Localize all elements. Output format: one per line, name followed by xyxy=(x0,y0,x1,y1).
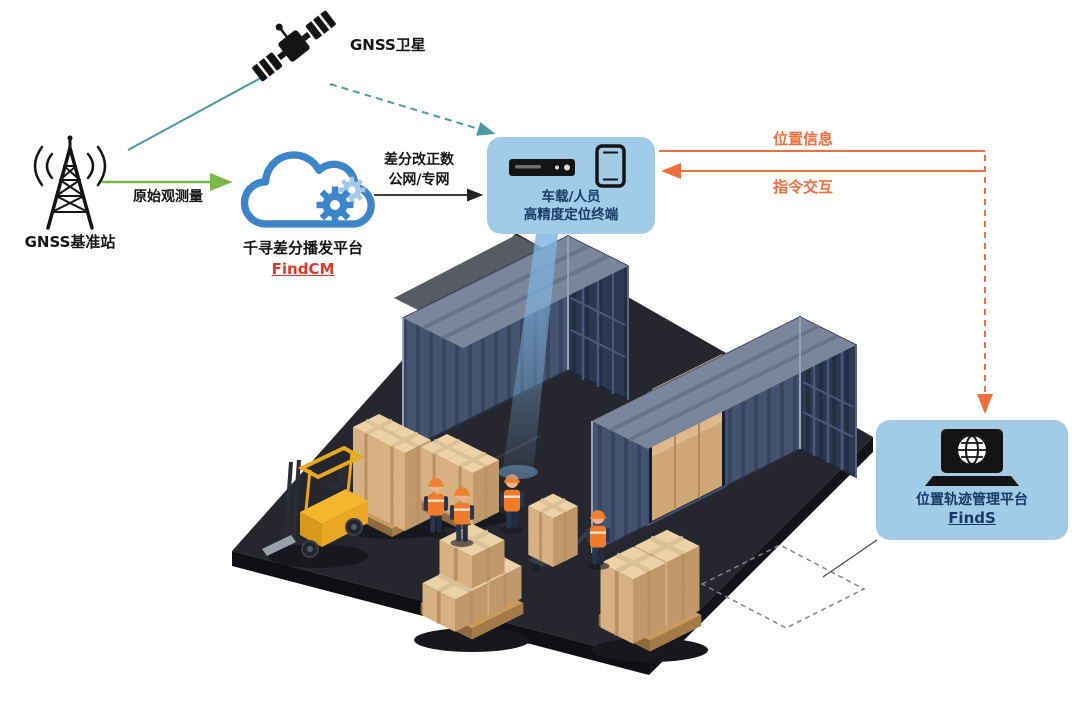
terminal-label-line2: 高精度定位终端 xyxy=(523,206,619,223)
cloud-platform-title: 千寻差分播发平台 xyxy=(242,239,363,257)
media-device-icon xyxy=(509,159,575,176)
correction-label-line1: 差分改正数 xyxy=(384,152,454,168)
link-satellite-terminal xyxy=(329,83,496,136)
link-satellite-basestation xyxy=(127,73,269,151)
position-info-label: 位置信息 xyxy=(772,130,833,148)
floor-markings xyxy=(700,544,866,629)
raw-observation-label: 原始观测量 xyxy=(133,189,203,205)
container-left xyxy=(402,234,629,454)
radio-tower-icon xyxy=(33,135,107,230)
terminal-node: 车载/人员 高精度定位终端 xyxy=(487,137,655,234)
satellite-label: GNSS卫星 xyxy=(350,36,426,54)
smartphone-icon xyxy=(595,144,626,188)
terminal-icons xyxy=(509,144,626,188)
management-platform-name: FindS xyxy=(948,509,996,528)
laptop-globe-icon xyxy=(925,429,1019,486)
correction-label-line2: 公网/专网 xyxy=(388,172,450,188)
positioning-beam xyxy=(498,234,558,479)
cloud-platform-name: FindCM xyxy=(271,260,335,278)
command-interaction-label: 指令交互 xyxy=(772,178,833,196)
container-right xyxy=(591,315,857,555)
base-station-label: GNSS基准站 xyxy=(24,233,116,251)
finds-callout-line xyxy=(822,539,878,578)
terminal-label-line1: 车载/人员 xyxy=(541,189,601,205)
gear-icon xyxy=(316,186,354,224)
management-platform-title: 位置轨迹管理平台 xyxy=(916,492,1028,508)
forklift xyxy=(262,445,368,568)
warehouse-illustration xyxy=(232,233,873,675)
management-platform-node: 位置轨迹管理平台 FindS xyxy=(876,420,1068,540)
cloud-gear-icon xyxy=(240,151,375,228)
satellite-icon xyxy=(252,10,336,82)
